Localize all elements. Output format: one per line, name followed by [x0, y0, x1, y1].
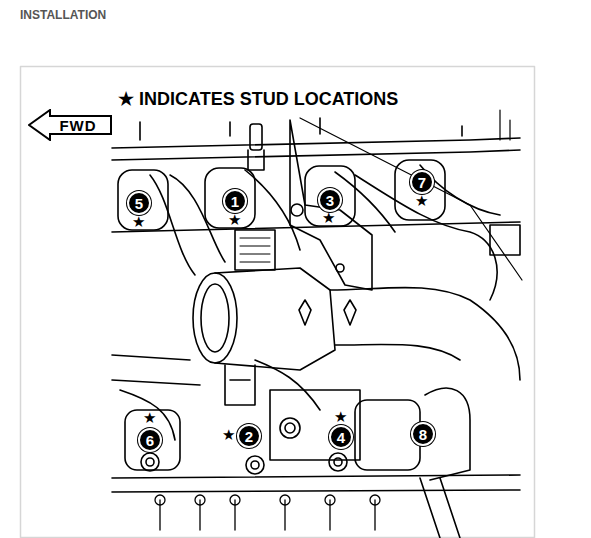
sequence-number: 4: [337, 430, 345, 445]
sequence-number: 2: [245, 429, 253, 444]
page-heading: INSTALLATION: [20, 8, 106, 22]
stud-star: ★: [322, 210, 335, 227]
sequence-number: 3: [326, 193, 334, 208]
stud-star: ★: [132, 214, 145, 231]
callout-number: 2: [237, 424, 261, 448]
direction-label: FWD: [59, 117, 96, 134]
stud-star: ★: [143, 410, 156, 427]
callout-number: 7: [410, 170, 434, 194]
callout-number: 8: [411, 422, 435, 446]
stud-star: ★: [334, 409, 347, 426]
callout-number: 3: [318, 188, 342, 212]
sequence-number: 5: [135, 196, 143, 211]
sequence-number: 1: [231, 194, 239, 209]
forward-arrow: FWD: [28, 109, 112, 141]
sequence-number: 8: [419, 427, 427, 442]
callout-number: 1: [223, 189, 247, 213]
callout-number: 6: [138, 428, 162, 452]
callout-number: 4: [329, 425, 353, 449]
stud-star: ★: [415, 193, 428, 210]
stud-star: ★: [222, 427, 235, 444]
callout-number: 5: [127, 191, 151, 215]
sequence-number: 6: [146, 433, 154, 448]
note-text: ★ INDICATES STUD LOCATIONS: [118, 90, 398, 110]
stud-star: ★: [228, 212, 241, 229]
sequence-number: 7: [418, 175, 426, 190]
